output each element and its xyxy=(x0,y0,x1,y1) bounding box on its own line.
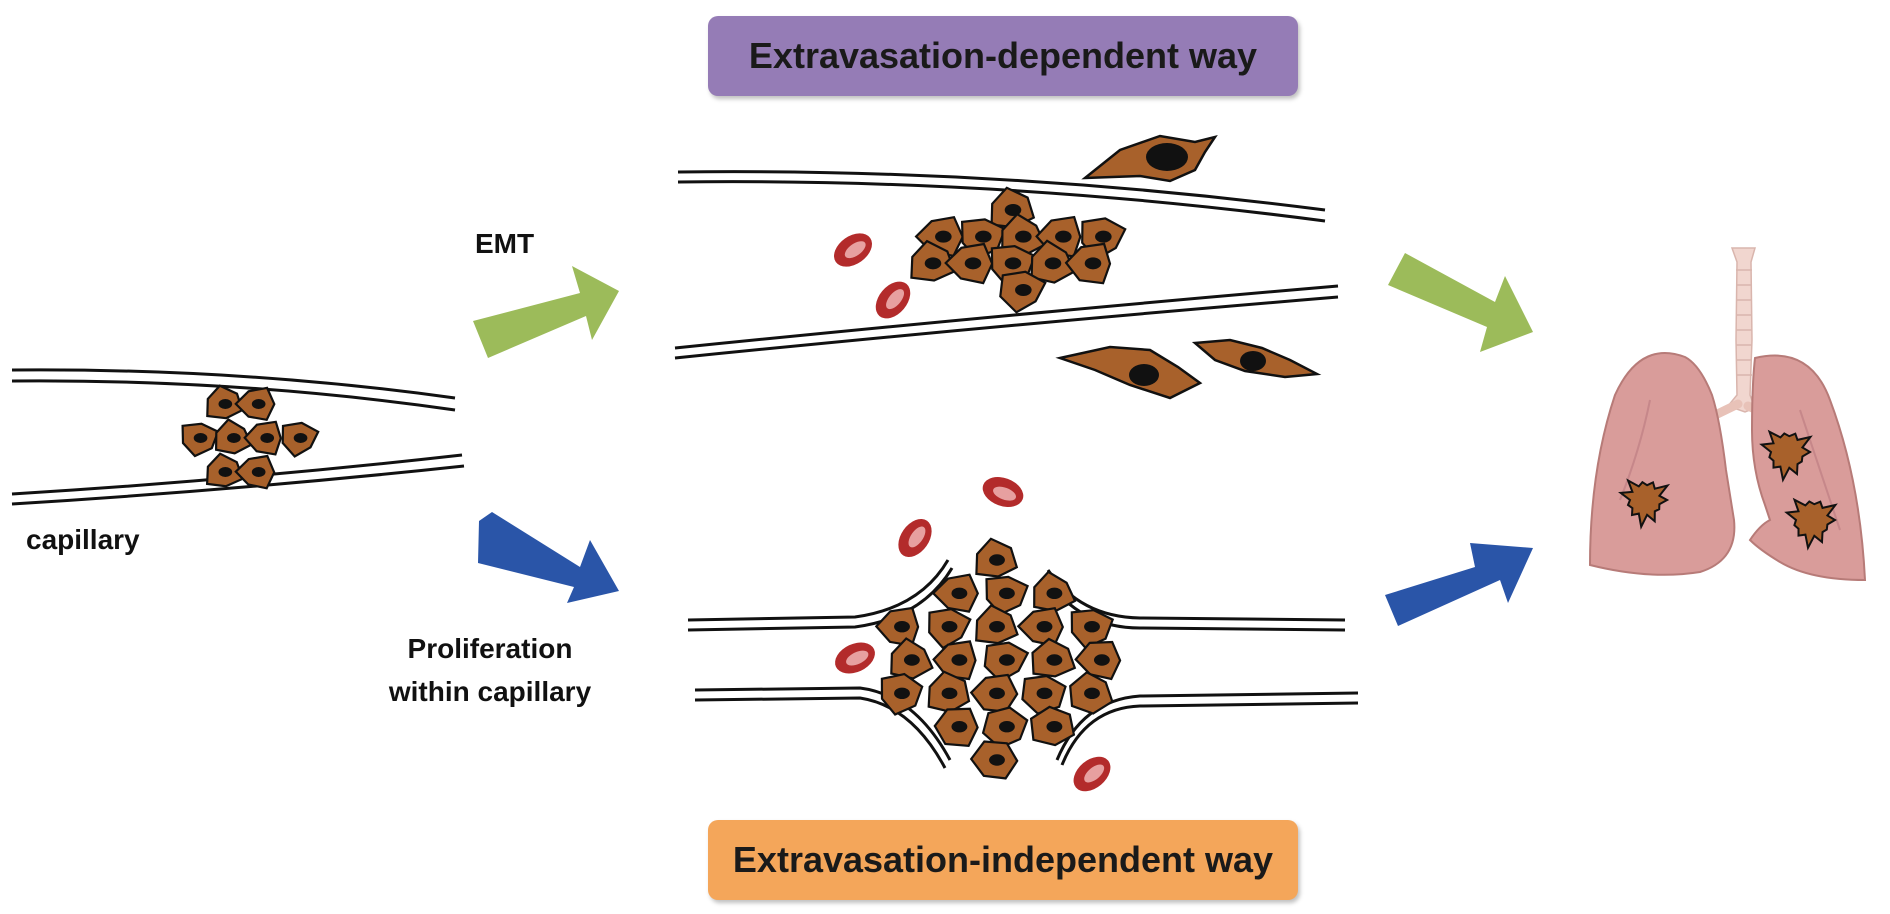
starburst-icon xyxy=(1784,497,1838,551)
proliferation-label: Proliferation within capillary xyxy=(380,627,600,713)
tumor-cell-icon xyxy=(969,740,1019,780)
top-tumor-cluster xyxy=(910,186,1127,314)
tumor-cell-icon xyxy=(975,537,1019,578)
tumor-cell-icon xyxy=(1070,609,1115,650)
tumor-cell-icon xyxy=(981,706,1029,749)
starburst-icon xyxy=(1759,429,1813,483)
proliferation-line-1: Proliferation xyxy=(407,633,573,664)
tumor-cell-icon xyxy=(999,270,1047,314)
tumor-cell-icon xyxy=(932,640,977,681)
extravasation-dependent-label: Extravasation-dependent way xyxy=(748,35,1258,76)
extravasation-independent-box: Extravasation-independent way xyxy=(708,820,1298,900)
extravasation-independent-label: Extravasation-independent way xyxy=(732,839,1274,880)
emt-cell-lower-left xyxy=(1055,345,1203,400)
arrow-right-icon xyxy=(1388,253,1533,352)
tumor-cell-icon xyxy=(975,604,1019,645)
red-blood-cell-icon xyxy=(835,642,875,674)
tumor-cell-icon xyxy=(933,707,979,747)
red-blood-cell-icon xyxy=(1073,756,1111,792)
emt-cell-upper xyxy=(1081,134,1218,183)
extravasation-dependent-box: Extravasation-dependent way xyxy=(708,16,1298,96)
tumor-cell-icon xyxy=(1021,674,1067,715)
arrow-right-icon xyxy=(1385,543,1533,626)
tumor-cell-icon xyxy=(944,242,994,285)
tumor-cell-icon xyxy=(1029,705,1076,747)
tumor-cell-icon xyxy=(234,454,276,490)
arrow-right-icon xyxy=(478,512,619,603)
red-blood-cell-icon xyxy=(982,477,1024,507)
red-blood-cell-icon xyxy=(834,233,872,267)
red-blood-cell-icon xyxy=(875,281,911,319)
emt-cell-lower-right xyxy=(1191,338,1322,379)
emt-label: EMT xyxy=(475,228,535,259)
lungs-icon xyxy=(1588,247,1867,582)
tumor-cell-icon xyxy=(1033,570,1077,613)
red-blood-cell-icon xyxy=(898,519,932,557)
tumor-cell-icon xyxy=(1016,606,1065,647)
starburst-icon xyxy=(1618,478,1671,530)
red-blood-cells xyxy=(834,233,1111,792)
proliferation-line-2: within capillary xyxy=(388,676,592,707)
tumor-cell-icon xyxy=(234,386,276,422)
tumor-cell-icon xyxy=(1074,640,1122,681)
left-tumor-cluster xyxy=(181,384,320,490)
tumor-cell-icon xyxy=(890,637,934,680)
tumor-cell-icon xyxy=(969,673,1019,713)
metastasis-foci xyxy=(1618,429,1838,551)
tumor-cell-icon xyxy=(243,420,282,456)
top-capillary xyxy=(674,170,1339,360)
tumor-cell-icon xyxy=(1031,637,1077,678)
tumor-cell-icon xyxy=(1069,670,1114,715)
bottom-tumor-cluster xyxy=(874,537,1122,780)
tumor-cell-icon xyxy=(928,608,972,650)
tumor-cell-icon xyxy=(281,421,320,458)
tumor-cell-icon xyxy=(927,670,971,713)
tumor-cell-icon xyxy=(1064,242,1112,285)
tumor-cell-icon xyxy=(181,422,220,458)
tumor-cell-icon xyxy=(880,672,924,716)
capillary-label: capillary xyxy=(26,524,140,555)
tumor-cell-icon xyxy=(874,606,920,647)
arrow-right-icon xyxy=(473,266,619,358)
tumor-cell-icon xyxy=(931,573,980,613)
